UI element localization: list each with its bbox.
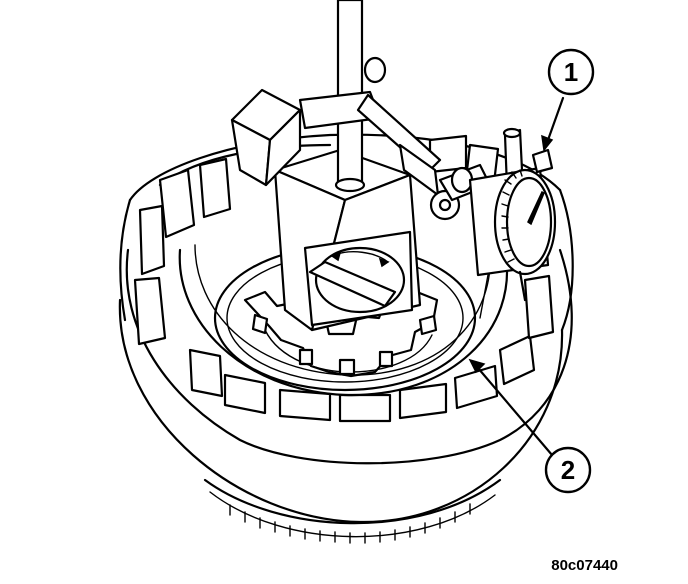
clutch-housing <box>118 133 574 544</box>
magnetic-base <box>273 148 422 332</box>
clutch-tabs <box>133 134 555 423</box>
callout-1-label: 1 <box>564 57 578 87</box>
dial-indicator <box>468 127 557 319</box>
callout-2-circle <box>544 446 592 494</box>
callout-2-label: 2 <box>561 455 575 485</box>
callout-1-circle <box>547 48 595 96</box>
clamp-arm <box>230 56 492 221</box>
figure-id: 80c07440 <box>551 557 618 574</box>
callout-2: 2 <box>468 358 592 494</box>
callout-1: 1 <box>541 48 595 152</box>
